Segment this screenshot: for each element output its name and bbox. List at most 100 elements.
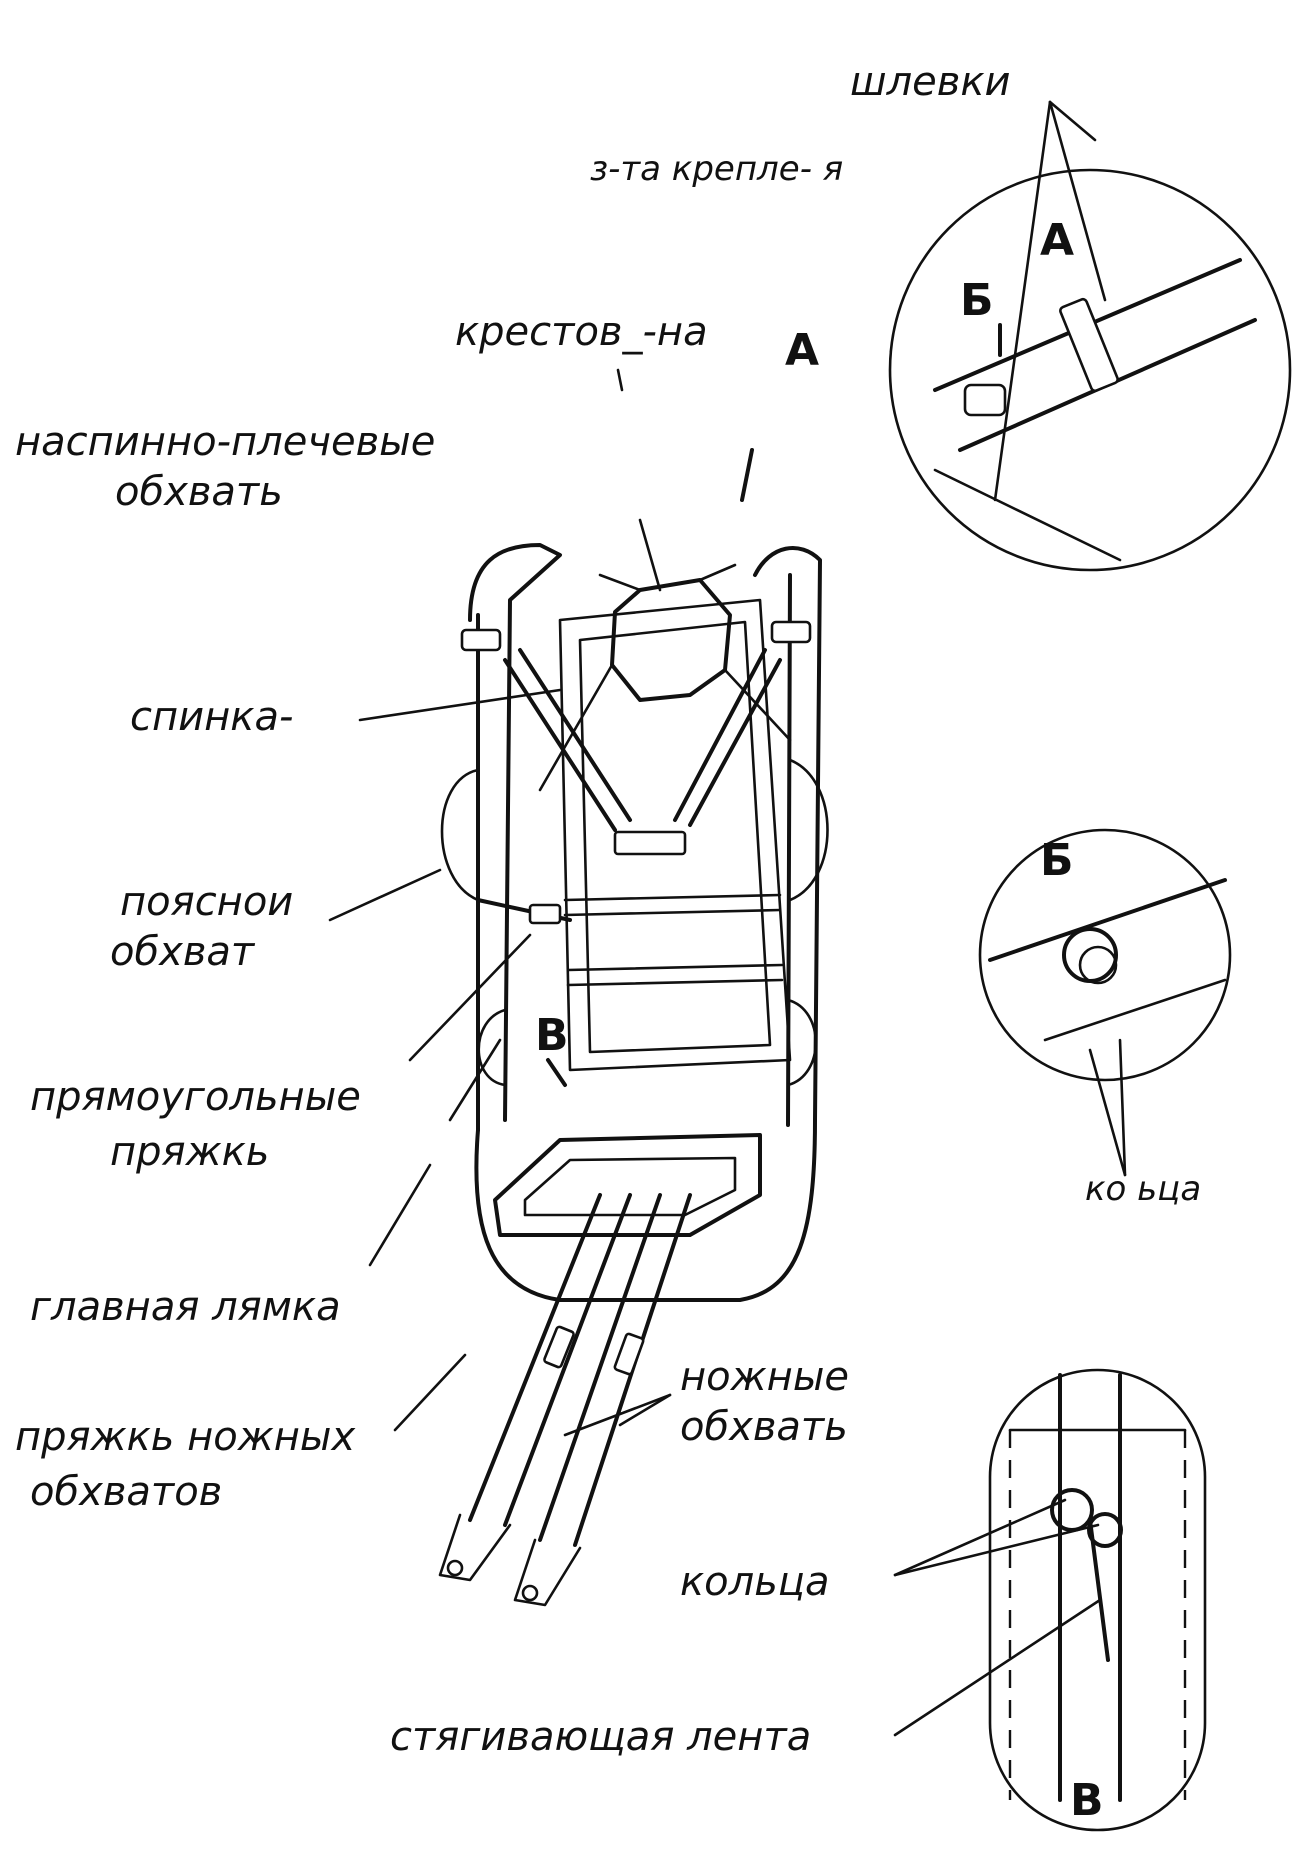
left-leg-buckle bbox=[543, 1325, 575, 1369]
leader-spinka bbox=[358, 688, 562, 722]
right-waist-loop bbox=[788, 758, 829, 902]
right-side-handle bbox=[786, 998, 818, 1087]
leader-styag bbox=[893, 1598, 1102, 1737]
detail-b-strap-lower bbox=[1043, 978, 1227, 1042]
leader-pryazhki bbox=[393, 1353, 467, 1432]
detail-b bbox=[978, 828, 1232, 1082]
label-poyasnoi-2: обхват bbox=[110, 929, 256, 975]
back-strap-1 bbox=[563, 893, 782, 902]
label-pryazhki-1: пряжкь ножных bbox=[15, 1414, 355, 1460]
right-leg-strap bbox=[538, 1193, 662, 1542]
detail-v bbox=[988, 1368, 1207, 1832]
label-styagivayushchaya: стягивающая лента bbox=[390, 1714, 811, 1760]
left-leg-strap bbox=[468, 1193, 602, 1522]
cross-arm-3 bbox=[538, 663, 614, 792]
leader-krestovina bbox=[616, 368, 624, 392]
leader-lines bbox=[328, 100, 1127, 1737]
detail-b-strap bbox=[988, 878, 1227, 962]
arrow-a-main bbox=[740, 448, 754, 502]
leader-shlevki-3 bbox=[1048, 100, 1097, 142]
leader-koltsa-up-1 bbox=[1118, 1038, 1127, 1177]
cross-piece bbox=[610, 578, 732, 702]
detail-b-ring-2 bbox=[1078, 945, 1118, 985]
label-naspinno-2: обхвать bbox=[115, 469, 283, 515]
leader-nozhnye-1 bbox=[563, 1393, 672, 1437]
right-main-strap-edge bbox=[786, 573, 792, 1127]
marker-a-detail: А bbox=[1040, 215, 1074, 266]
harness-drawing bbox=[438, 543, 829, 1607]
detail-a-loop bbox=[1059, 297, 1119, 393]
label-poyasnoi-1: пояснои bbox=[120, 879, 293, 925]
chest-buckle bbox=[613, 830, 687, 856]
left-snap-hook bbox=[438, 1513, 512, 1582]
right-chest-strap-edge bbox=[673, 648, 767, 822]
right-chest-strap bbox=[688, 658, 782, 827]
back-strap-2 bbox=[566, 963, 784, 972]
right-shoulder-buckle bbox=[770, 620, 812, 644]
cross-arm-1 bbox=[598, 573, 642, 592]
marker-b-detail: Б bbox=[1040, 835, 1074, 886]
lower-pack bbox=[474, 1118, 817, 1302]
back-strap-2b bbox=[566, 978, 784, 987]
markers: А А Б Б В В bbox=[535, 215, 1104, 1826]
arrow-v-main bbox=[546, 1058, 567, 1087]
right-snap-hook bbox=[513, 1538, 582, 1607]
label-pryamougolnye-2: пряжкь bbox=[110, 1129, 269, 1175]
leader-poyasnoi bbox=[328, 868, 442, 922]
detail-b-ring-1 bbox=[1062, 927, 1118, 983]
leader-shlevki-1 bbox=[993, 100, 1052, 502]
right-main-strap bbox=[753, 546, 822, 1122]
marker-v-detail: В bbox=[1070, 1775, 1104, 1826]
labels: шлевки з-та крепле- я крестов_-на наспин… bbox=[15, 59, 1201, 1760]
label-glavnaya: главная лямка bbox=[30, 1284, 341, 1330]
label-koltsa-upper: ко ьца bbox=[1085, 1169, 1201, 1209]
leader-koltsa-up-2 bbox=[1088, 1048, 1127, 1177]
left-side-handle bbox=[477, 1008, 507, 1087]
detail-a bbox=[888, 168, 1292, 572]
back-strap-1b bbox=[563, 908, 782, 917]
leader-glavnaya bbox=[368, 1163, 432, 1267]
left-leg-strap-edge bbox=[503, 1193, 632, 1527]
label-nozhnye-1: ножные bbox=[680, 1354, 849, 1400]
label-krestovina: крестов_-на bbox=[455, 309, 708, 355]
detail-v-ring-1 bbox=[1050, 1488, 1094, 1532]
leader-krestovina-2 bbox=[638, 518, 662, 592]
label-pryamougolnye-1: прямоугольные bbox=[30, 1074, 361, 1120]
label-naspinno-1: наспинно-плечевые bbox=[15, 419, 435, 465]
seat-frame bbox=[493, 1133, 762, 1237]
detail-a-fitting bbox=[963, 383, 1007, 417]
left-chest-strap bbox=[503, 658, 617, 832]
label-koltsa-lower: кольца bbox=[680, 1559, 830, 1605]
marker-v-main: В bbox=[535, 1010, 569, 1061]
label-shlevki: шлевки bbox=[850, 59, 1011, 105]
waist-buckle bbox=[528, 903, 562, 925]
label-spinka: спинка- bbox=[130, 694, 293, 740]
leader-pryamougolnye-2 bbox=[448, 1038, 502, 1122]
detail-a-circle bbox=[888, 168, 1292, 572]
leader-pryamougolnye bbox=[408, 933, 532, 1062]
cross-arm-2 bbox=[698, 563, 737, 582]
left-main-strap bbox=[468, 543, 562, 1122]
left-waist-loop bbox=[440, 768, 480, 902]
right-snap-hole bbox=[521, 1584, 539, 1602]
label-mesto-krepleniya: з-та крепле- я bbox=[590, 149, 843, 189]
detail-v-ring-2 bbox=[1087, 1512, 1123, 1548]
leader-koltsa-low-1 bbox=[893, 1498, 1067, 1577]
detail-v-tie-tape bbox=[1088, 1518, 1110, 1662]
label-nozhnye-2: обхвать bbox=[680, 1404, 848, 1450]
seat-frame-inner bbox=[523, 1156, 737, 1217]
right-leg-buckle bbox=[613, 1332, 645, 1376]
detail-v-oval bbox=[988, 1368, 1207, 1832]
left-chest-strap-edge bbox=[518, 648, 632, 822]
marker-a-main: А bbox=[785, 325, 819, 376]
leader-shlevki-2 bbox=[1048, 100, 1107, 302]
leader-koltsa-low-2 bbox=[893, 1523, 1100, 1577]
left-snap-hole bbox=[446, 1559, 464, 1577]
left-shoulder-buckle bbox=[460, 628, 502, 652]
marker-b-in-a: Б bbox=[960, 275, 994, 326]
leader-nozhnye-2 bbox=[618, 1393, 672, 1427]
detail-b-circle bbox=[978, 828, 1232, 1082]
detail-a-frame bbox=[933, 468, 1122, 562]
